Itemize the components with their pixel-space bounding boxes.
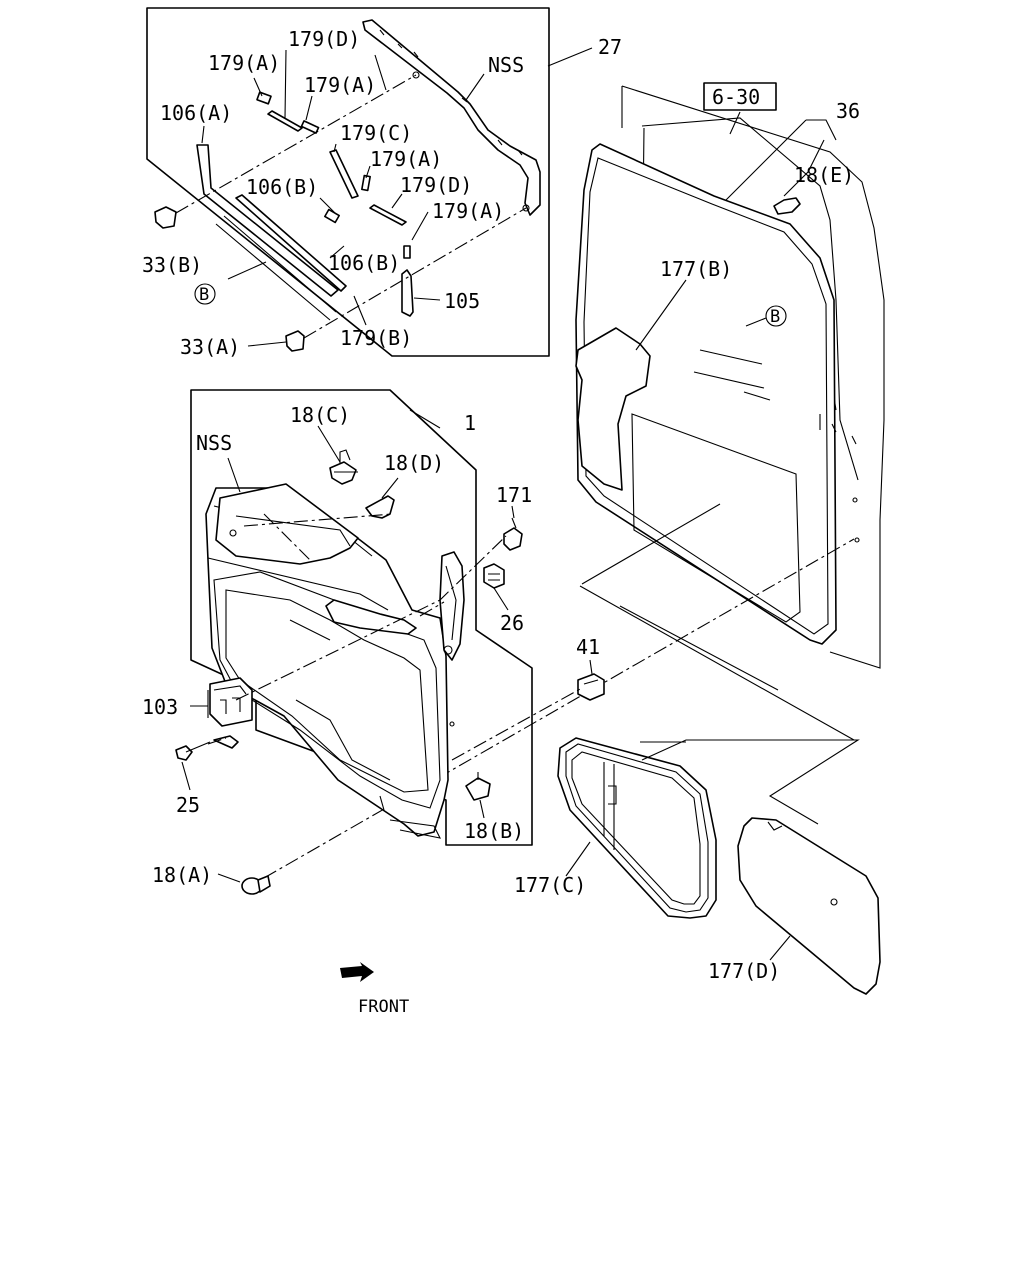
seal-179a-2 bbox=[300, 120, 320, 134]
seal-179c bbox=[329, 149, 359, 199]
label-26: 26 bbox=[500, 611, 524, 635]
clip-33b bbox=[154, 206, 177, 229]
clip-18a bbox=[241, 875, 271, 895]
front-arrow-icon bbox=[340, 962, 374, 982]
label-6-30: 6-30 bbox=[712, 85, 760, 109]
label-18e: 18(E) bbox=[794, 163, 854, 187]
door-outline-outer bbox=[621, 85, 885, 669]
label-33b: 33(B) bbox=[142, 253, 202, 277]
switch-bezel-103 bbox=[209, 677, 253, 749]
main-trim-box bbox=[175, 389, 605, 895]
frame-177c bbox=[557, 737, 717, 919]
moulding-106b-1 bbox=[324, 208, 340, 224]
label-179d-2: 179(D) bbox=[400, 173, 472, 197]
inset-frame bbox=[146, 7, 550, 357]
label-179b: 179(B) bbox=[340, 326, 412, 350]
seal-179d-short bbox=[267, 110, 303, 132]
hook-105 bbox=[401, 269, 414, 317]
label-171: 171 bbox=[496, 483, 532, 507]
label-177d: 177(D) bbox=[708, 959, 780, 983]
door-inner-panel bbox=[631, 413, 801, 623]
ref-box-6-30 bbox=[703, 82, 777, 111]
label-25: 25 bbox=[176, 793, 200, 817]
seal-179d-mid bbox=[369, 204, 407, 226]
label-front: FRONT bbox=[358, 997, 409, 1017]
clip-18b bbox=[465, 772, 491, 801]
clip-26 bbox=[483, 563, 505, 589]
label-18a: 18(A) bbox=[152, 863, 212, 887]
label-106b-2: 106(B) bbox=[328, 251, 400, 275]
label-nss-mid: NSS bbox=[196, 431, 232, 455]
label-106a: 106(A) bbox=[160, 101, 232, 125]
label-b-circle-2: B bbox=[770, 307, 780, 327]
label-b-circle-1: B bbox=[199, 285, 209, 305]
retainer-41 bbox=[577, 673, 605, 701]
seal-179b bbox=[235, 194, 347, 292]
ref-marker-b-2 bbox=[765, 305, 787, 327]
seal-179a-3 bbox=[361, 174, 371, 192]
label-179a-1: 179(A) bbox=[208, 51, 280, 75]
clip-18c bbox=[329, 449, 358, 485]
clip-18e bbox=[773, 197, 801, 215]
label-103: 103 bbox=[142, 695, 178, 719]
label-179a-3: 179(A) bbox=[370, 147, 442, 171]
door-weatherstrip-36 bbox=[575, 143, 837, 645]
label-179a-2: 179(A) bbox=[304, 73, 376, 97]
door-body bbox=[263, 82, 885, 879]
label-33a: 33(A) bbox=[180, 335, 240, 359]
clip-33a bbox=[285, 330, 305, 352]
ref-marker-b-1 bbox=[194, 283, 216, 305]
label-177b: 177(B) bbox=[660, 257, 732, 281]
seal-179a-4 bbox=[403, 245, 411, 259]
label-177c: 177(C) bbox=[514, 873, 586, 897]
seal-179a-1 bbox=[256, 91, 272, 105]
upper-trim-inset bbox=[146, 7, 593, 357]
label-41: 41 bbox=[576, 635, 600, 659]
label-27: 27 bbox=[598, 35, 622, 59]
label-179a-4: 179(A) bbox=[432, 199, 504, 223]
label-179d-top: 179(D) bbox=[288, 27, 360, 51]
handle-pocket bbox=[325, 599, 417, 635]
pull-handle bbox=[439, 551, 465, 661]
lower-panels bbox=[557, 503, 881, 995]
label-18d: 18(D) bbox=[384, 451, 444, 475]
label-105: 105 bbox=[444, 289, 480, 313]
part-171 bbox=[503, 517, 523, 551]
label-nss-top: NSS bbox=[488, 53, 524, 77]
label-106b-1: 106(B) bbox=[246, 175, 318, 199]
panel-177d bbox=[737, 817, 881, 995]
label-18c: 18(C) bbox=[290, 403, 350, 427]
insulation-177b bbox=[575, 327, 651, 491]
moulding-106a bbox=[196, 144, 339, 297]
label-1: 1 bbox=[464, 411, 476, 435]
label-179c: 179(C) bbox=[340, 121, 412, 145]
screw-25 bbox=[175, 741, 211, 761]
weatherstrip-179d-long bbox=[362, 19, 541, 216]
label-36: 36 bbox=[836, 99, 860, 123]
label-18b: 18(B) bbox=[464, 819, 524, 843]
trim-upper-rail bbox=[215, 483, 359, 565]
